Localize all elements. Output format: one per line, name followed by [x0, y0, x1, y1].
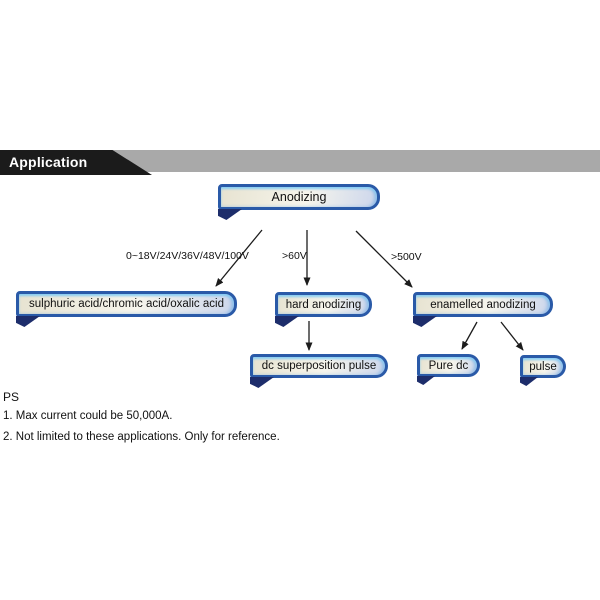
footnotes-title: PS [3, 390, 20, 404]
edge-right-to-puredc [461, 321, 478, 350]
node-anodizing: Anodizing [218, 184, 380, 210]
edge-label-voltage-low: 0~18V/24V/36V/48V/100V [126, 250, 249, 262]
section-header-bar [0, 150, 600, 172]
edge-label-voltage-60v: >60V [282, 250, 307, 262]
edge-label-voltage-500v: >500V [391, 251, 422, 263]
node-pulse: pulse [520, 355, 566, 378]
node-pure-dc: Pure dc [417, 354, 480, 377]
node-sulphuric-chromic-oxalic-acid: sulphuric acid/chromic acid/oxalic acid [16, 291, 237, 317]
footnotes: PS 1. Max current could be 50,000A. 2. N… [3, 391, 280, 452]
edge-right-to-pulse [500, 321, 524, 351]
footnote-2: 2. Not limited to these applications. On… [3, 430, 280, 443]
node-dc-superposition-pulse: dc superposition pulse [250, 354, 388, 378]
node-hard-anodizing: hard anodizing [275, 292, 372, 317]
node-enamelled-anodizing: enamelled anodizing [413, 292, 553, 317]
footnote-1: 1. Max current could be 50,000A. [3, 410, 173, 422]
